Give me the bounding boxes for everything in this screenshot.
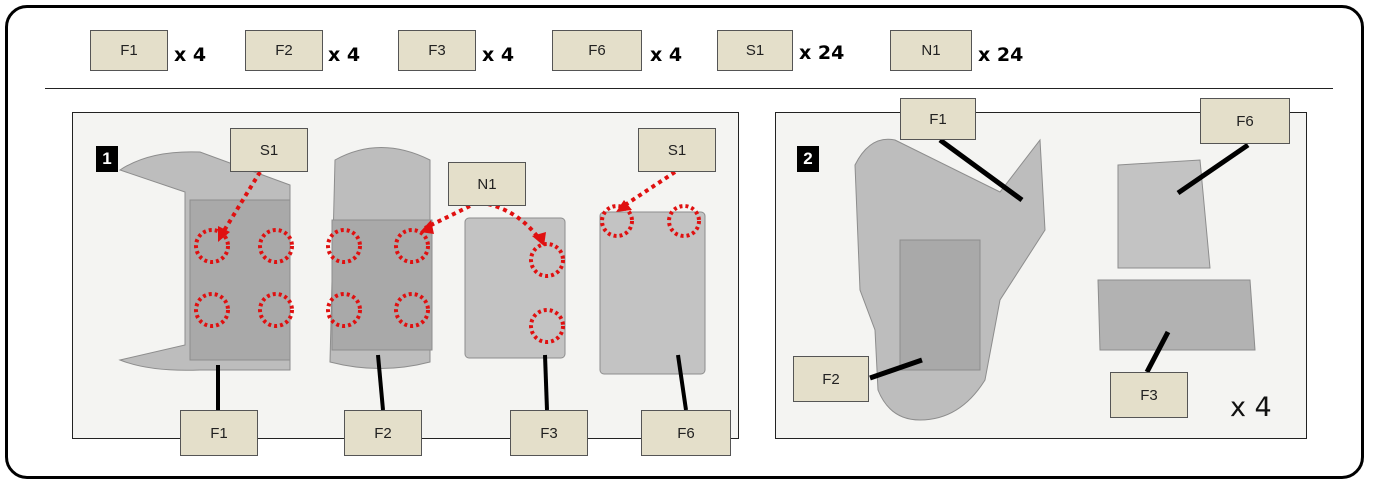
assembly-photo <box>854 138 1046 421</box>
callout-s1-right: S1 <box>638 128 716 172</box>
step1-number-badge: 1 <box>96 146 118 172</box>
marker-circles <box>194 204 701 344</box>
part-qty-f3: x 4 <box>482 44 515 66</box>
f3-part-photo <box>464 217 566 359</box>
label-f3: F3 <box>510 410 588 456</box>
step2-label-f2: F2 <box>793 356 869 402</box>
step2-multiplier: x 4 <box>1230 392 1272 423</box>
step2-label-f3: F3 <box>1110 372 1188 418</box>
step2-number-badge: 2 <box>797 146 819 172</box>
step2-label-f6: F6 <box>1200 98 1290 144</box>
arrow-heads <box>218 200 632 246</box>
part-tag-f6: F6 <box>552 30 642 71</box>
part-qty-n1: x 24 <box>978 44 1024 66</box>
part-qty-s1: x 24 <box>799 42 845 64</box>
part-tag-n1: N1 <box>890 30 972 71</box>
step2-label-f1: F1 <box>900 98 976 140</box>
callout-s1-left: S1 <box>230 128 308 172</box>
part-tag-f1: F1 <box>90 30 168 71</box>
part-tag-f3: F3 <box>398 30 476 71</box>
part-qty-f1: x 4 <box>174 44 207 66</box>
f1-part-photo <box>118 151 291 371</box>
leader-lines <box>216 354 688 411</box>
step2-leader-lines <box>869 137 1250 381</box>
header-divider <box>45 88 1333 89</box>
label-f1: F1 <box>180 410 258 456</box>
label-f2: F2 <box>344 410 422 456</box>
part-qty-f2: x 4 <box>328 44 361 66</box>
part-tag-f2: F2 <box>245 30 323 71</box>
f6-f3-photo <box>1097 159 1256 351</box>
callout-n1: N1 <box>448 162 526 206</box>
part-tag-s1: S1 <box>717 30 793 71</box>
f6-part-photo <box>599 211 706 375</box>
part-qty-f6: x 4 <box>650 44 683 66</box>
label-f6: F6 <box>641 410 731 456</box>
f2-part-photo <box>329 147 433 369</box>
